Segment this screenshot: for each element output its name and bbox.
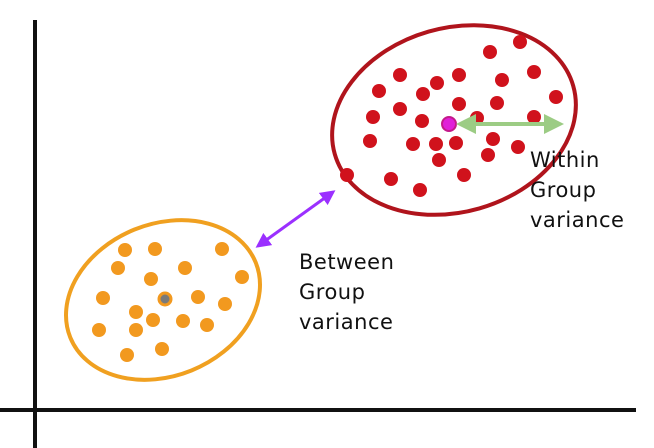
group-a-point	[146, 313, 160, 327]
group-b-point	[393, 102, 407, 116]
group-b-point	[513, 35, 527, 49]
group-b-point	[363, 134, 377, 148]
between-label-line-2: Group	[299, 280, 366, 304]
group-b-point	[406, 137, 420, 151]
group-b-point	[415, 114, 429, 128]
group-a-point	[176, 314, 190, 328]
group-b-ellipse	[330, 23, 578, 217]
group-b-point	[384, 172, 398, 186]
group-a-point	[92, 323, 106, 337]
group-a-point	[218, 297, 232, 311]
between-label-line-3: variance	[299, 310, 394, 334]
group-b-point	[457, 168, 471, 182]
group-b-point	[527, 110, 541, 124]
group-b-point	[490, 96, 504, 110]
within-label-line-3: variance	[530, 208, 625, 232]
group-b-point	[366, 110, 380, 124]
group-b-point	[452, 97, 466, 111]
group-a-points	[92, 242, 249, 362]
group-b-point	[452, 68, 466, 82]
group-a-point	[111, 261, 125, 275]
group-a-point	[191, 290, 205, 304]
group-b-point	[340, 168, 354, 182]
group-a-point	[155, 342, 169, 356]
group-a-point	[178, 261, 192, 275]
group-b-point	[393, 68, 407, 82]
group-a-point	[200, 318, 214, 332]
group-b-point	[527, 65, 541, 79]
group-a-point	[215, 242, 229, 256]
group-b-points	[340, 35, 563, 197]
group-a-point	[129, 323, 143, 337]
between-group-variance-label: Between Group variance	[299, 247, 394, 337]
group-b-point	[486, 132, 500, 146]
group-b-point	[481, 148, 495, 162]
group-b-point	[432, 153, 446, 167]
group-b-point	[495, 73, 509, 87]
group-a-point	[120, 348, 134, 362]
group-a-ellipse	[64, 218, 262, 382]
within-label-line-1: Within	[530, 148, 600, 172]
group-b-point	[483, 45, 497, 59]
group-a-point	[118, 243, 132, 257]
between-label-line-1: Between	[299, 250, 395, 274]
group-b-point	[549, 90, 563, 104]
between-group-arrow	[255, 190, 336, 248]
group-a-point	[129, 305, 143, 319]
group-b-point	[511, 140, 525, 154]
group-a-point	[148, 242, 162, 256]
group-a-point	[96, 291, 110, 305]
group-a-point	[144, 272, 158, 286]
group-b-point	[372, 84, 386, 98]
group-b-point	[430, 76, 444, 90]
group-b-centroid	[441, 116, 457, 132]
group-a-centroid	[157, 291, 173, 307]
group-b-point	[416, 87, 430, 101]
group-b-point	[429, 137, 443, 151]
within-group-variance-label: Within Group variance	[530, 145, 624, 235]
group-a-point	[235, 270, 249, 284]
group-b-point	[449, 136, 463, 150]
group-b-point	[413, 183, 427, 197]
within-label-line-2: Group	[530, 178, 597, 202]
